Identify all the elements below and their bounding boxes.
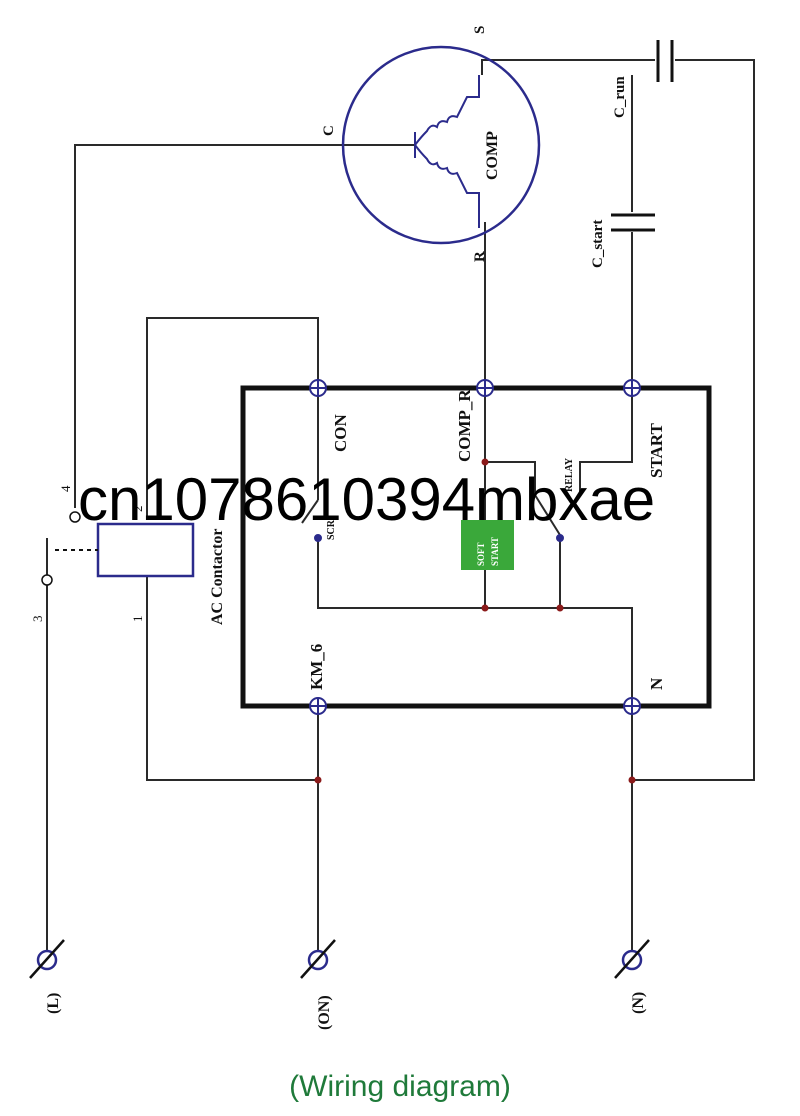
label-pin-3: 3 xyxy=(30,616,45,623)
wires xyxy=(46,59,755,955)
label-supply-n: (N) xyxy=(630,992,647,1014)
scr-blade xyxy=(301,499,319,524)
supply-terminals xyxy=(29,939,650,979)
terminals xyxy=(309,379,641,715)
terminal-km6 xyxy=(309,697,327,715)
compressor-winding-r xyxy=(414,144,480,228)
terminal-con xyxy=(309,379,327,397)
supply-terminal-on xyxy=(300,939,336,979)
label-terminal-r: R xyxy=(472,251,488,262)
label-pin-1: 1 xyxy=(130,616,145,623)
relay-blade xyxy=(534,494,561,536)
compressor xyxy=(341,45,541,245)
supply-terminal-n xyxy=(614,939,650,979)
wire-relay-top xyxy=(485,461,536,495)
junction-coil-km xyxy=(314,776,322,784)
label-c-run: C_run xyxy=(612,76,628,118)
wire-scr-to-bus xyxy=(317,538,633,706)
label-supply-on: (ON) xyxy=(316,995,333,1030)
diagram-caption: (Wiring diagram) xyxy=(289,1070,511,1103)
relay-contact xyxy=(556,534,564,542)
label-con: CON xyxy=(331,414,350,453)
label-comp-r: COMP_R xyxy=(455,389,474,462)
soft-start-block xyxy=(461,520,514,570)
label-ac-contactor: AC Contactor xyxy=(209,529,226,625)
wire-start-to-relay xyxy=(579,388,633,492)
contactor-pin-4-terminal xyxy=(69,511,81,523)
label-n: N xyxy=(647,677,666,690)
label-supply-l: (L) xyxy=(45,993,62,1014)
contactor-coil xyxy=(96,522,195,578)
label-soft: SOFT xyxy=(476,542,486,566)
wire-coil-top xyxy=(146,317,319,520)
label-scr: SCR xyxy=(326,519,337,540)
junction-bus-left xyxy=(481,604,489,612)
compressor-circle xyxy=(341,45,541,245)
compressor-winding-s xyxy=(414,75,480,146)
capacitor-start xyxy=(611,213,655,232)
wire-c-to-contactor xyxy=(74,144,415,508)
supply-terminal-l xyxy=(29,939,65,979)
label-terminal-s: S xyxy=(472,26,488,34)
label-km6: KM_6 xyxy=(307,644,326,690)
junction-rail-n xyxy=(628,776,636,784)
label-pin-4: 4 xyxy=(58,485,73,492)
terminal-start xyxy=(623,379,641,397)
wire-coil-bottom xyxy=(146,575,318,781)
junctions xyxy=(314,458,636,784)
label-pin-2: 2 xyxy=(130,506,145,513)
junction-bus-right xyxy=(556,604,564,612)
label-terminal-c: C xyxy=(321,125,337,136)
junction-comp-r-relay xyxy=(481,458,489,466)
label-soft-start: START xyxy=(490,537,500,566)
label-relay: RELAY xyxy=(564,457,575,492)
capacitor-run xyxy=(656,40,674,82)
scr-contact xyxy=(314,534,322,542)
wire-crun-to-right-rail xyxy=(632,59,755,781)
label-comp: COMP xyxy=(484,131,501,180)
terminal-comp-r xyxy=(476,379,494,397)
label-c-start: C_start xyxy=(590,220,606,268)
terminal-n xyxy=(623,697,641,715)
label-start: START xyxy=(647,423,666,478)
watermark-text: cn1078610394mbxae xyxy=(78,466,656,533)
contactor-pin-3-terminal xyxy=(41,574,53,586)
wire-s-to-crun xyxy=(481,59,655,75)
